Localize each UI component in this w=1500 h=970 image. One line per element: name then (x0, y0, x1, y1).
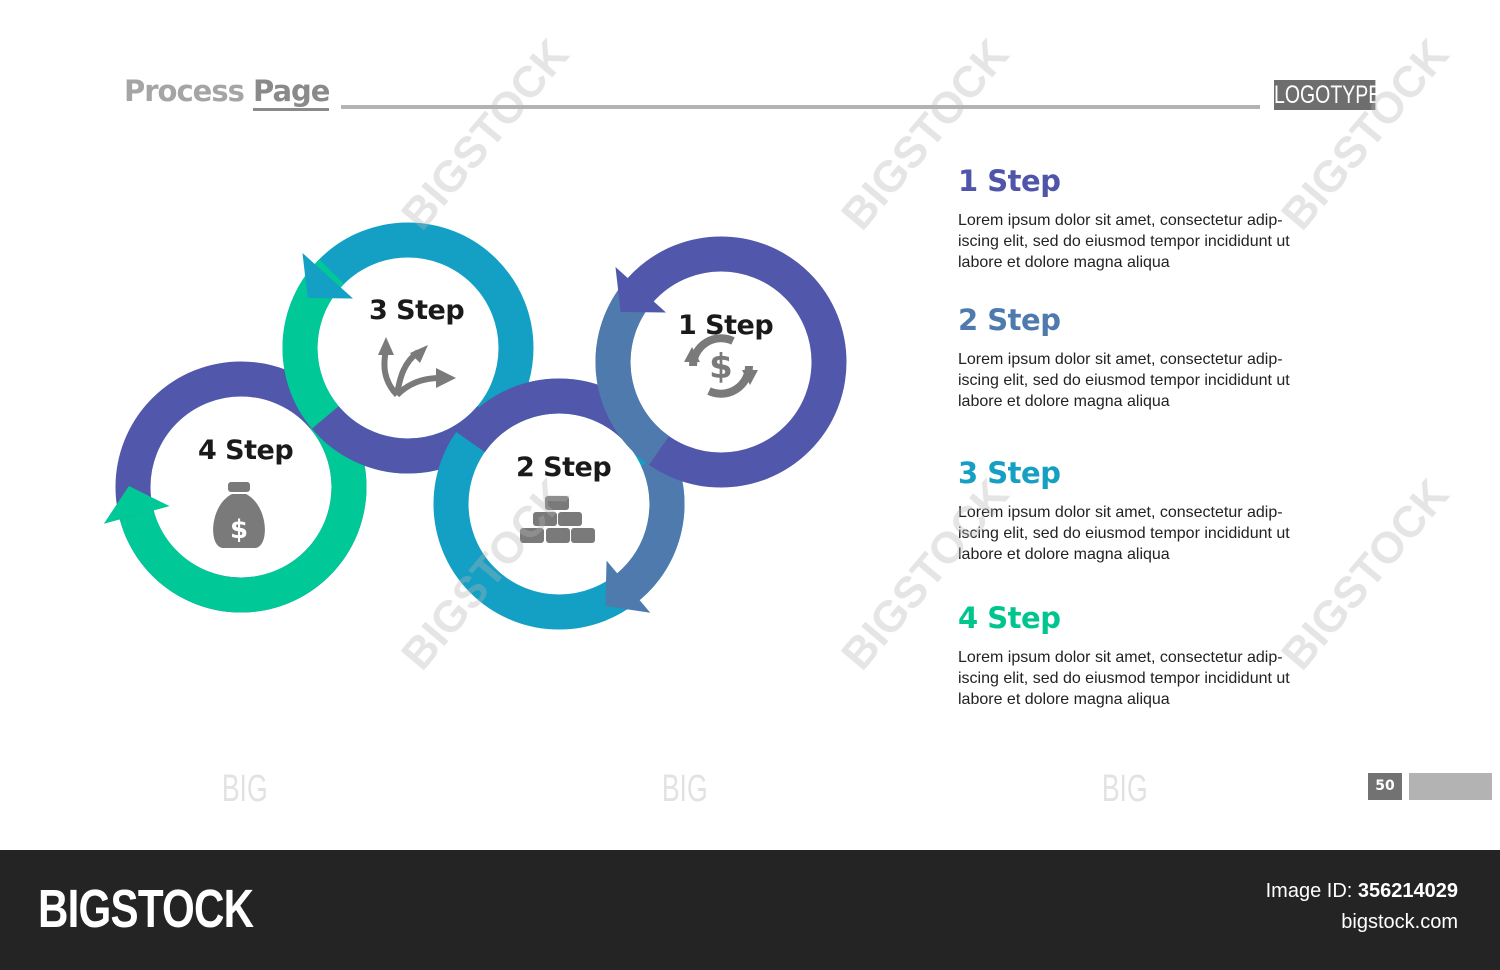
image-id-value: 356214029 (1357, 880, 1458, 902)
dollar-cycle-icon: $ (684, 334, 758, 398)
arc-step-4-green (119, 406, 367, 613)
page-title: Process Page (124, 74, 330, 111)
arrow-step-4 (103, 485, 170, 524)
image-id: Image ID: 356214029 (1266, 880, 1458, 903)
arc-step-2-steel (616, 450, 685, 601)
step-2-label: 2 Step (516, 452, 612, 483)
info-title: 1 Step (958, 164, 1061, 198)
gold-bars-icon (520, 496, 595, 543)
header-divider (341, 105, 1260, 109)
watermark-small: BIG (661, 768, 708, 810)
logo: LOGOTYPE (1274, 80, 1382, 110)
branching-arrows-icon (378, 337, 456, 398)
arrow-step-3 (302, 252, 354, 299)
info-title: 3 Step (958, 456, 1061, 490)
step-1-label: 1 Step (678, 310, 774, 341)
money-bag-icon: $ (213, 482, 265, 548)
info-step-1: 1 Step Lorem ipsum dolor sit amet, conse… (958, 164, 1318, 273)
info-step-4: 4 Step Lorem ipsum dolor sit amet, conse… (958, 601, 1318, 710)
brand-logo: BIGSTOCK (38, 879, 254, 939)
arrow-step-1 (615, 266, 667, 313)
process-diagram: $ $ (103, 222, 847, 630)
info-step-2: 2 Step Lorem ipsum dolor sit amet, conse… (958, 303, 1318, 412)
title-light: Process (124, 74, 245, 108)
info-text: Lorem ipsum dolor sit amet, consectetur … (958, 649, 1290, 708)
page-bar (1409, 773, 1492, 800)
svg-text:$: $ (709, 347, 733, 387)
arrow-step-2 (605, 560, 651, 613)
watermark-small: BIG (221, 768, 268, 810)
svg-text:$: $ (230, 515, 248, 545)
info-title: 2 Step (958, 303, 1061, 337)
step-4-label: 4 Step (198, 435, 294, 466)
info-step-3: 3 Step Lorem ipsum dolor sit amet, conse… (958, 456, 1318, 565)
image-id-label: Image ID: (1265, 880, 1353, 902)
step-3-label: 3 Step (369, 295, 465, 326)
footer-bar (0, 850, 1500, 970)
info-text: Lorem ipsum dolor sit amet, consectetur … (958, 351, 1290, 410)
title-bold: Page (252, 74, 330, 111)
watermark-small: BIG (1101, 768, 1148, 810)
site-link: bigstock.com (1341, 911, 1458, 933)
info-text: Lorem ipsum dolor sit amet, consectetur … (958, 212, 1290, 271)
arc-step-1-steel (595, 290, 670, 465)
info-title: 4 Step (958, 601, 1061, 635)
page-number: 50 (1368, 773, 1402, 800)
info-text: Lorem ipsum dolor sit amet, consectetur … (958, 504, 1290, 563)
